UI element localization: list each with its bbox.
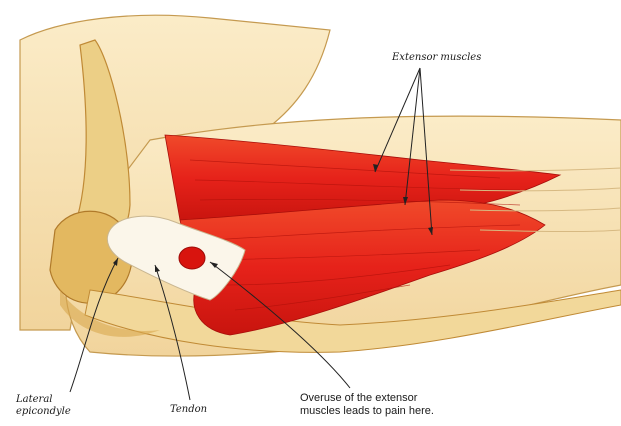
tendon-label: Tendon [170, 404, 207, 416]
overuse-label-line2: muscles leads to pain here. [300, 405, 434, 418]
overuse-pain-label: Overuse of the extensor muscles leads to… [300, 392, 434, 418]
extensor-muscles-label: Extensor muscles [392, 52, 481, 64]
overuse-label-line1: Overuse of the extensor [300, 392, 434, 405]
lateral-label-line1: Lateral [16, 394, 71, 406]
pain-spot [179, 247, 205, 269]
lateral-epicondyle-label: Lateral epicondyle [16, 394, 71, 418]
lateral-label-line2: epicondyle [16, 406, 71, 418]
